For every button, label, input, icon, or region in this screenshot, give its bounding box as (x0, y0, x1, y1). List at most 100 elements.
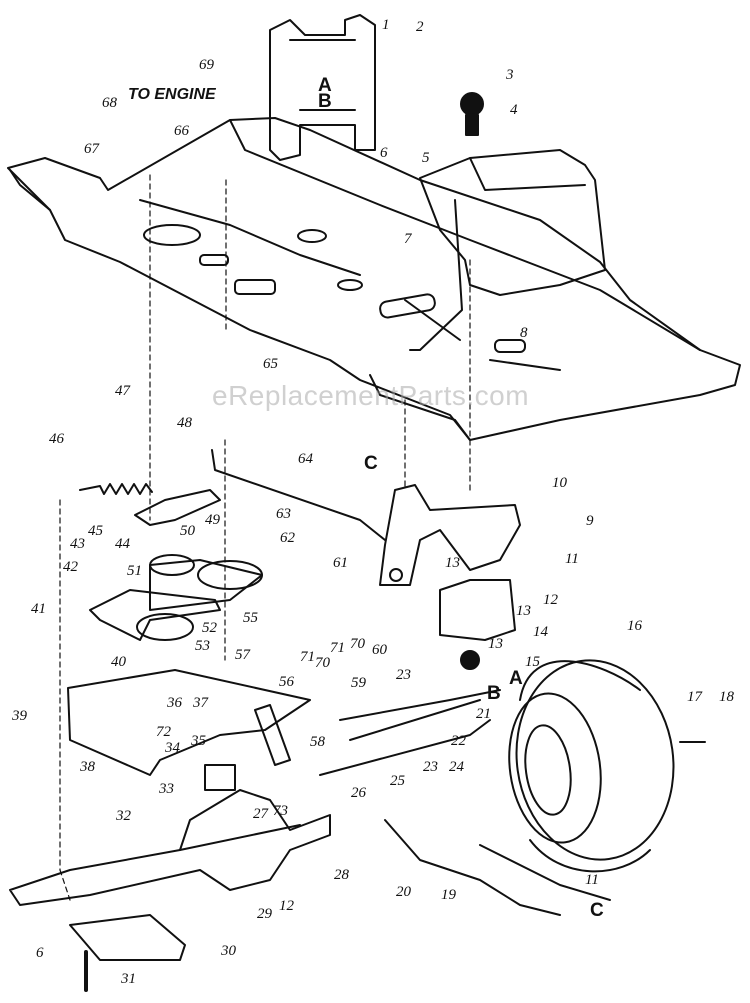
callout-29: 29 (257, 906, 272, 922)
callout-20: 20 (396, 884, 411, 900)
mounting-plate-drawing (89, 589, 221, 641)
callout-5: 5 (422, 150, 430, 166)
callout-12b: 12 (279, 898, 294, 914)
leader-lines (59, 174, 471, 901)
callout-1: 1 (382, 17, 390, 33)
tie-rod-drawing (211, 449, 386, 541)
connector-a-top: A (318, 75, 332, 96)
callout-23b: 23 (423, 759, 438, 775)
callout-51: 51 (127, 563, 142, 579)
callout-70b: 70 (315, 655, 330, 671)
callout-14: 14 (533, 624, 548, 640)
callout-45: 45 (88, 523, 103, 539)
callout-57: 57 (235, 647, 250, 663)
callout-26: 26 (351, 785, 366, 801)
callout-36: 36 (167, 695, 182, 711)
callout-22: 22 (451, 733, 466, 749)
watermark: eReplacementParts.com (212, 380, 530, 411)
callout-37: 37 (193, 695, 208, 711)
callout-71a: 71 (330, 640, 345, 656)
pedal-bracket-drawing (379, 484, 521, 586)
pulley-set-drawing (136, 554, 263, 641)
callout-13a: 13 (445, 555, 460, 571)
skid-plate-drawing (69, 914, 186, 961)
seat-bracket-drawing (269, 14, 376, 161)
shift-lever-drawing (379, 199, 463, 351)
shift-knob-drawing (460, 92, 484, 136)
to-engine-note: TO ENGINE (128, 86, 216, 103)
callout-44: 44 (115, 536, 130, 552)
callout-13b: 13 (516, 603, 531, 619)
callout-69: 69 (199, 57, 214, 73)
callout-56: 56 (279, 674, 294, 690)
callout-42: 42 (63, 559, 78, 575)
callout-62: 62 (280, 530, 295, 546)
spring-drawing (79, 483, 153, 495)
callout-38: 38 (80, 759, 95, 775)
connector-c-mid: C (364, 453, 378, 474)
callout-28: 28 (334, 867, 349, 883)
callout-60: 60 (372, 642, 387, 658)
callout-11b: 11 (585, 872, 599, 888)
callout-9: 9 (586, 513, 594, 529)
callout-10: 10 (552, 475, 567, 491)
callout-32: 32 (116, 808, 131, 824)
callout-72: 72 (156, 724, 171, 740)
callout-11: 11 (565, 551, 579, 567)
callout-19: 19 (441, 887, 456, 903)
callout-48: 48 (177, 415, 192, 431)
connector-c-low: C (590, 900, 604, 921)
callout-17: 17 (687, 689, 702, 705)
wheel-drawing (508, 659, 675, 873)
callout-61: 61 (333, 555, 348, 571)
callout-65: 65 (263, 356, 278, 372)
callout-49: 49 (205, 512, 220, 528)
callout-27: 27 (253, 806, 268, 822)
connector-a-low: A (509, 668, 523, 689)
callout-40: 40 (111, 654, 126, 670)
callout-70a: 70 (350, 636, 365, 652)
callout-7: 7 (404, 231, 412, 247)
callout-67: 67 (84, 141, 99, 157)
callout-73: 73 (273, 803, 288, 819)
callout-41: 41 (31, 601, 46, 617)
brake-assembly-drawing (439, 579, 516, 641)
callout-59: 59 (351, 675, 366, 691)
callout-55: 55 (243, 610, 258, 626)
fender-drawing (419, 149, 606, 296)
callout-50: 50 (180, 523, 195, 539)
callout-71b: 71 (300, 649, 315, 665)
callout-66: 66 (174, 123, 189, 139)
callout-21: 21 (476, 706, 491, 722)
callout-16: 16 (627, 618, 642, 634)
callout-58: 58 (310, 734, 325, 750)
linkage-rods-drawing (319, 650, 501, 776)
callout-13c: 13 (488, 636, 503, 652)
callout-6: 6 (380, 145, 388, 161)
callout-2: 2 (416, 19, 424, 35)
callout-35: 35 (191, 733, 206, 749)
callout-24: 24 (449, 759, 464, 775)
return-rod-drawing (479, 844, 611, 901)
callout-4: 4 (510, 102, 518, 118)
callout-53: 53 (195, 638, 210, 654)
callout-8: 8 (520, 325, 528, 341)
connector-b-top: B (318, 91, 332, 112)
callout-39: 39 (12, 708, 27, 724)
callout-34: 34 (165, 740, 180, 756)
callout-64: 64 (298, 451, 313, 467)
spring-rod-drawing (384, 819, 561, 916)
callout-46: 46 (49, 431, 64, 447)
transaxle-drawing (9, 764, 331, 906)
callout-47: 47 (115, 383, 130, 399)
callout-12: 12 (543, 592, 558, 608)
callout-30: 30 (221, 943, 236, 959)
callout-43: 43 (70, 536, 85, 552)
callout-68: 68 (102, 95, 117, 111)
callout-23a: 23 (396, 667, 411, 683)
frame-plate-drawing (7, 117, 741, 441)
callout-18: 18 (719, 689, 734, 705)
idler-arm-drawing (134, 489, 221, 526)
callout-6b: 6 (36, 945, 44, 961)
